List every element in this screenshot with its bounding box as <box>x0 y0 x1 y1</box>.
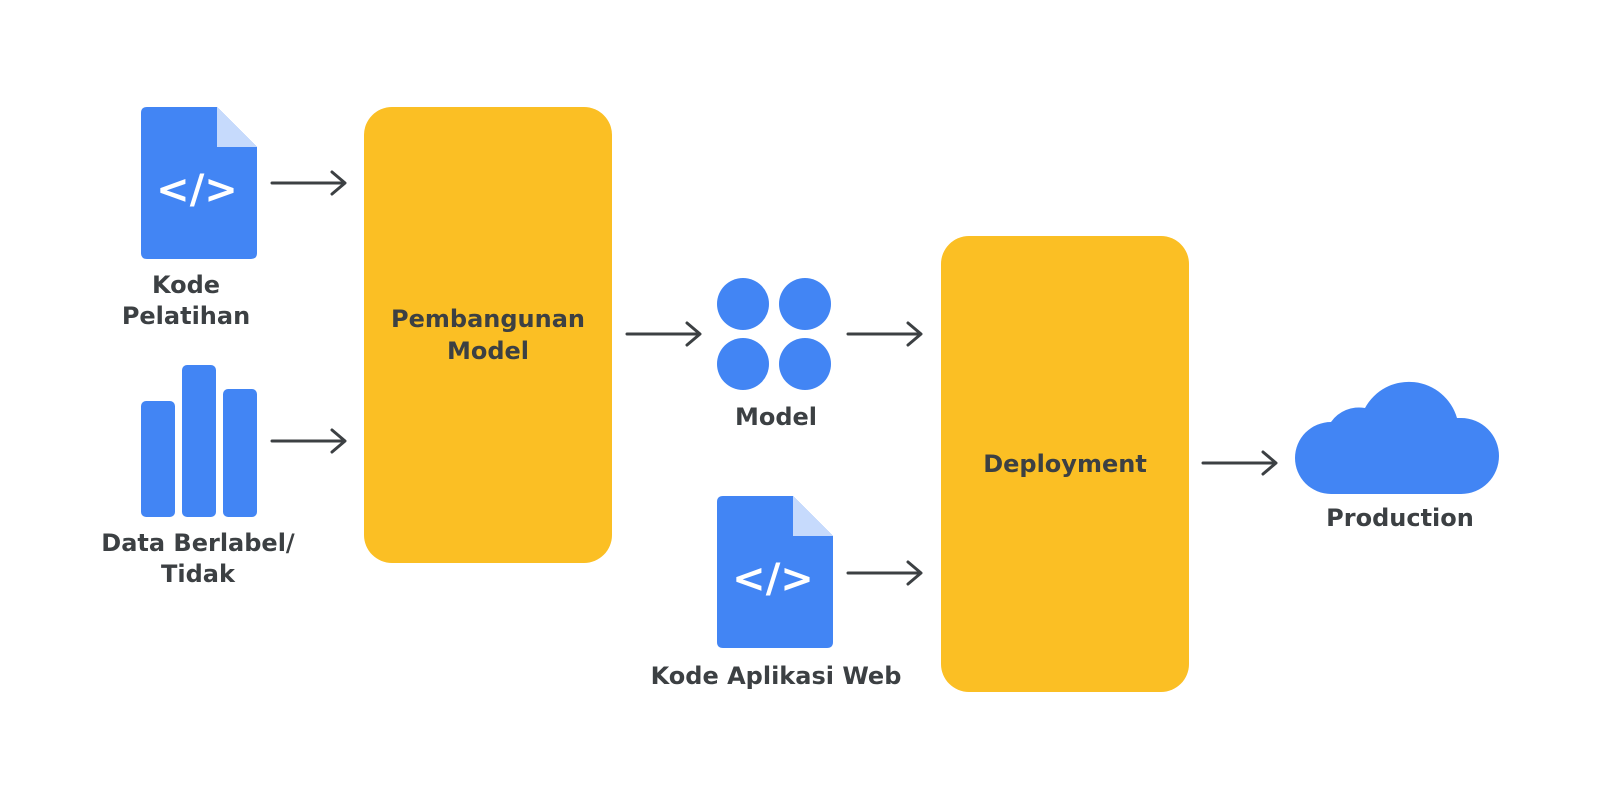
production-label: Production <box>1326 504 1474 532</box>
code-file-icon: </> <box>141 107 257 259</box>
model-building-box: Pembangunan Model <box>364 107 612 563</box>
cloud-icon <box>1295 381 1499 494</box>
code-glyph: </> <box>732 556 814 602</box>
bar-chart-icon <box>141 365 257 517</box>
arrow-model-to-deployment <box>846 321 923 347</box>
web-app-code-label: Kode Aplikasi Web <box>650 662 902 690</box>
arrow-data-to-model-building <box>270 428 347 454</box>
arrow-model-building-to-model <box>625 321 702 347</box>
code-glyph: </> <box>156 167 238 213</box>
arrow-web-app-code-to-deployment <box>846 560 923 586</box>
training-code-label: Kode Pelatihan <box>121 271 251 330</box>
labeled-data-label: Data Berlabel/ Tidak <box>101 529 295 588</box>
arrow-deployment-to-production <box>1201 450 1278 476</box>
deployment-label: Deployment <box>983 450 1147 478</box>
code-file-icon: </> <box>717 496 833 648</box>
model-label: Model <box>734 403 818 431</box>
model-building-label: Pembangunan Model <box>391 305 585 365</box>
deployment-box: Deployment <box>941 236 1189 692</box>
model-dots-icon <box>717 278 831 390</box>
arrow-training-code-to-model-building <box>270 170 347 196</box>
